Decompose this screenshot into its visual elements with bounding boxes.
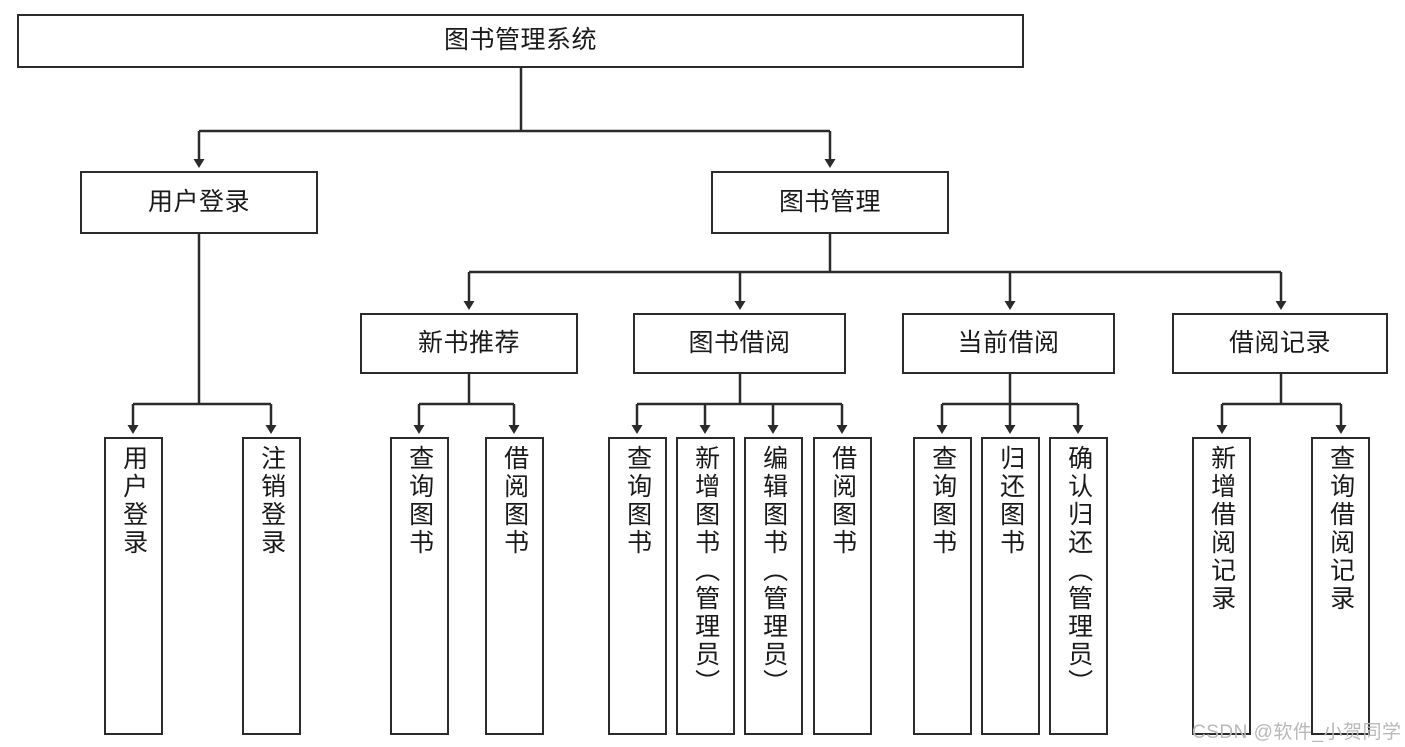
node-current-borrow-label: 当前借阅 [957, 328, 1060, 357]
node-borrow-record-label: 借阅记录 [1228, 328, 1331, 357]
leaf-recommend-query-book[interactable]: 查询图书 [390, 437, 449, 735]
leaf-recommend-query-book-label: 查询图书 [405, 445, 434, 557]
leaf-record-add-record[interactable]: 新增借阅记录 [1192, 437, 1251, 735]
node-root-system-label: 图书管理系统 [443, 26, 597, 55]
leaf-borrow-edit-book-label: 编辑图书（管理员） [759, 445, 788, 697]
node-book-borrow-label: 图书借阅 [688, 328, 791, 357]
node-user-login[interactable]: 用户登录 [80, 171, 318, 234]
leaf-borrow-borrow-book-label: 借阅图书 [828, 445, 857, 557]
leaf-current-confirm-return-label: 确认归还（管理员） [1064, 445, 1093, 697]
node-borrow-record[interactable]: 借阅记录 [1172, 313, 1388, 374]
node-book-management-label: 图书管理 [778, 187, 881, 216]
node-book-borrow[interactable]: 图书借阅 [633, 313, 846, 374]
leaf-current-confirm-return[interactable]: 确认归还（管理员） [1049, 437, 1108, 735]
leaf-current-return-book-label: 归还图书 [996, 445, 1025, 557]
leaf-borrow-borrow-book[interactable]: 借阅图书 [813, 437, 872, 735]
leaf-borrow-edit-book[interactable]: 编辑图书（管理员） [744, 437, 803, 735]
leaf-record-query-record[interactable]: 查询借阅记录 [1311, 437, 1370, 735]
leaf-current-query-book[interactable]: 查询图书 [913, 437, 972, 735]
leaf-recommend-borrow-book[interactable]: 借阅图书 [485, 437, 544, 735]
leaf-current-return-book[interactable]: 归还图书 [981, 437, 1040, 735]
node-new-book-recommend-label: 新书推荐 [417, 328, 520, 357]
node-root-system[interactable]: 图书管理系统 [17, 14, 1024, 68]
leaf-borrow-add-book[interactable]: 新增图书（管理员） [676, 437, 735, 735]
leaf-recommend-borrow-book-label: 借阅图书 [500, 445, 529, 557]
leaf-user-login-login-label: 用户登录 [119, 445, 148, 557]
leaf-current-query-book-label: 查询图书 [928, 445, 957, 557]
node-book-management[interactable]: 图书管理 [711, 171, 949, 234]
leaf-record-query-record-label: 查询借阅记录 [1326, 445, 1355, 613]
node-user-login-label: 用户登录 [147, 187, 250, 216]
leaf-user-login-logout[interactable]: 注销登录 [242, 437, 301, 735]
leaf-user-login-login[interactable]: 用户登录 [104, 437, 163, 735]
leaf-borrow-query-book-label: 查询图书 [623, 445, 652, 557]
leaf-user-login-logout-label: 注销登录 [257, 445, 286, 557]
csdn-watermark: CSDN @软件_小贺同学 [1192, 722, 1402, 743]
leaf-record-add-record-label: 新增借阅记录 [1207, 445, 1236, 613]
node-current-borrow[interactable]: 当前借阅 [902, 313, 1115, 374]
leaf-borrow-query-book[interactable]: 查询图书 [608, 437, 667, 735]
node-new-book-recommend[interactable]: 新书推荐 [360, 313, 578, 374]
leaf-borrow-add-book-label: 新增图书（管理员） [691, 445, 720, 697]
